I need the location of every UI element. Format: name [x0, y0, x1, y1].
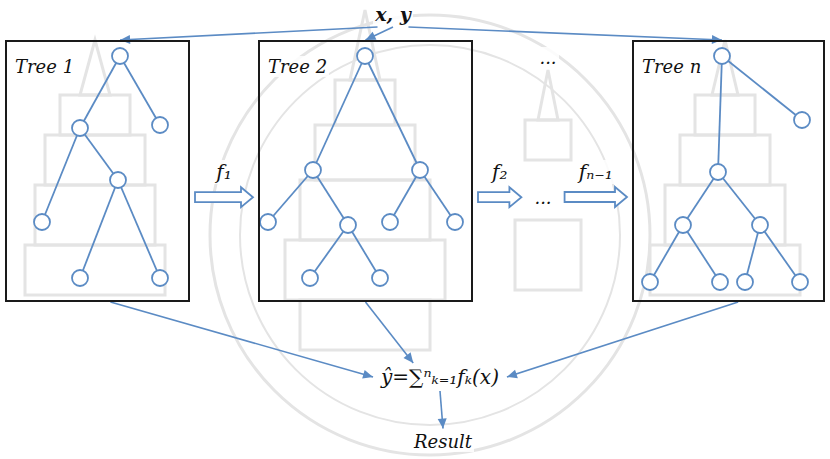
node-text: Result — [412, 431, 474, 452]
node-text: ŷ=∑ⁿₖ₌₁fₖ(x) — [379, 365, 501, 389]
tree-branch — [420, 170, 455, 222]
function-label: fₙ₋₁ — [577, 160, 615, 184]
arrow-connector — [438, 391, 447, 429]
arrow-head — [362, 370, 373, 379]
tree-node-circle — [447, 214, 463, 230]
tree-branch — [718, 56, 722, 172]
result-label: Result — [406, 429, 480, 454]
tree-node-circle — [72, 270, 88, 286]
tree-branch — [80, 128, 118, 180]
node-text: x, y — [373, 3, 413, 25]
tree-branch — [313, 170, 348, 225]
connector-line — [507, 302, 738, 377]
arrow-connector — [366, 27, 393, 40]
tree-branch — [718, 172, 760, 225]
tree-node-circle — [675, 217, 691, 233]
tree-node-circle — [72, 120, 88, 136]
tree-box: Tree n — [632, 40, 825, 302]
tree-branch — [120, 56, 160, 125]
tree-node-circle — [110, 172, 126, 188]
tree-node-circle — [340, 217, 356, 233]
tree-node-circle — [152, 270, 168, 286]
tree-node-circle — [382, 214, 398, 230]
connector-line — [110, 302, 373, 377]
tree-drawing — [642, 48, 810, 290]
input-label: x, y — [367, 1, 419, 27]
tree-branch — [650, 225, 683, 282]
tree-node-circle — [260, 214, 276, 230]
ellipsis-node: ... — [526, 185, 559, 210]
tree-branch — [118, 180, 160, 278]
tree-node-circle — [412, 162, 428, 178]
block-arrow-shape — [565, 187, 627, 207]
arrow-connector — [507, 302, 738, 378]
tree-node-circle — [34, 214, 50, 230]
block-arrow-shape — [195, 187, 253, 207]
tree-branch — [760, 225, 800, 282]
tree-branch — [390, 170, 420, 222]
tree-node-circle — [737, 274, 753, 290]
arrow-head — [438, 418, 447, 428]
node-text: Tree 2 — [266, 56, 329, 77]
tree-branch — [722, 56, 802, 120]
tree-node-circle — [372, 270, 388, 286]
connector-line — [120, 27, 377, 40]
connector-line — [366, 302, 414, 363]
tree-node-circle — [714, 48, 730, 64]
tree-drawing — [260, 48, 463, 286]
tree-node-circle — [112, 48, 128, 64]
tree-node-circle — [792, 274, 808, 290]
tree-node-circle — [302, 270, 318, 286]
tree-drawing — [34, 48, 168, 286]
tree-node-circle — [710, 164, 726, 180]
tree-box: Tree 2 — [258, 40, 473, 302]
tree-node-circle — [642, 274, 658, 290]
block-arrow — [478, 187, 521, 207]
tree-branch — [310, 225, 348, 278]
connector-line — [408, 27, 721, 40]
node-text: Tree n — [640, 56, 703, 77]
node-text: Tree 1 — [13, 56, 76, 77]
ellipsis-label: ... — [537, 47, 558, 68]
arrow-head — [404, 352, 414, 363]
tree-branch — [348, 225, 380, 278]
tree-branch — [683, 225, 720, 282]
function-label: f₂ — [490, 160, 509, 184]
tree-branch — [80, 180, 118, 278]
block-arrow — [565, 187, 627, 207]
tree-branch — [268, 170, 313, 222]
node-text: ... — [532, 187, 553, 208]
tree-branch — [365, 56, 420, 170]
arrow-connector — [366, 302, 414, 363]
function-label: f₁ — [214, 160, 233, 184]
tree-branch — [42, 128, 80, 222]
tree-node-circle — [305, 162, 321, 178]
sum-formula: ŷ=∑ⁿₖ₌₁fₖ(x) — [373, 363, 507, 391]
arrow-head — [507, 370, 518, 379]
block-arrow — [195, 187, 253, 207]
arrow-connector — [110, 302, 373, 379]
tree-branch — [80, 56, 120, 128]
tree-node-circle — [752, 217, 768, 233]
tree-box: Tree 1 — [5, 40, 190, 302]
tree-branch — [683, 172, 718, 225]
tree-node-circle — [357, 48, 373, 64]
block-arrow-shape — [478, 187, 521, 207]
tree-node-circle — [712, 274, 728, 290]
connector-line — [366, 27, 393, 40]
arrow-head — [366, 32, 377, 40]
tree-node-circle — [794, 112, 810, 128]
tree-node-circle — [152, 117, 168, 133]
